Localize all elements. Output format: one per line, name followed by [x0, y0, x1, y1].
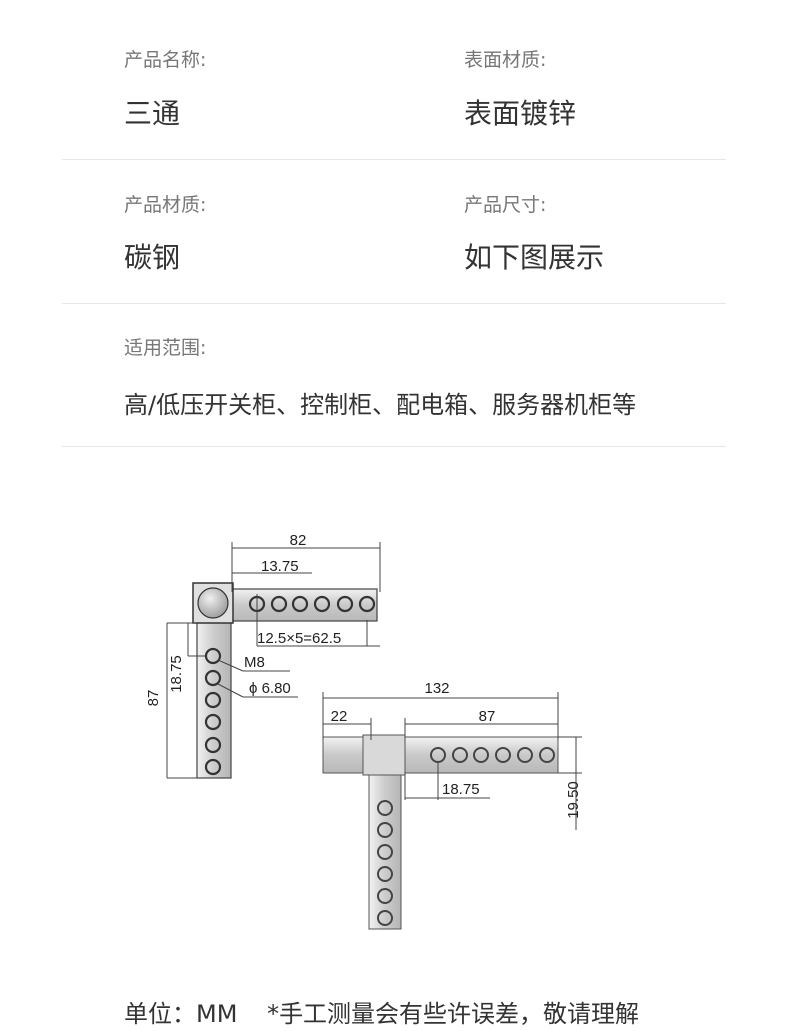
product-name-value: 三通 [124, 97, 181, 130]
divider [62, 446, 726, 447]
product-name-label: 产品名称: [124, 49, 207, 71]
t-bracket-part [322, 734, 559, 930]
dim-bar-height: 19.50 [565, 781, 582, 819]
divider [62, 159, 726, 160]
dim-top-offset: 13.75 [261, 558, 299, 575]
l-bracket-part [192, 582, 378, 779]
dim-down-offset: 18.75 [442, 781, 480, 798]
dim-hole-diameter: ϕ 6.80 [249, 680, 291, 697]
product-material-label: 产品材质: [124, 194, 207, 216]
dim-right-offset: 22 [331, 708, 348, 725]
product-size-value: 如下图展示 [464, 241, 605, 274]
dim-right-width: 132 [424, 680, 449, 697]
measurement-note: *手工测量会有些许误差，敬请理解 [267, 1000, 640, 1028]
application-scope-label: 适用范围: [124, 337, 207, 359]
surface-material-value: 表面镀锌 [464, 97, 577, 130]
product-material-value: 碳钢 [124, 241, 181, 274]
dimension-drawing: 82 13.75 12.5×5=62.5 M8 ϕ 6.80 87 18.75 … [145, 532, 582, 930]
surface-material-label: 表面材质: [464, 49, 547, 71]
dim-thread: M8 [244, 654, 265, 671]
product-size-label: 产品尺寸: [464, 194, 547, 216]
dim-top-width: 82 [290, 532, 307, 549]
application-scope-value: 高/低压开关柜、控制柜、配电箱、服务器机柜等 [124, 391, 637, 419]
dim-left-height: 87 [145, 690, 162, 707]
unit-label: 单位：MM [124, 1000, 238, 1028]
dim-right-arm: 87 [479, 708, 496, 725]
dim-hole-spacing: 12.5×5=62.5 [257, 630, 341, 647]
divider [62, 303, 726, 304]
dim-left-offset: 18.75 [168, 655, 185, 693]
footer-note: 单位：MM *手工测量会有些许误差，敬请理解 [124, 994, 661, 1029]
